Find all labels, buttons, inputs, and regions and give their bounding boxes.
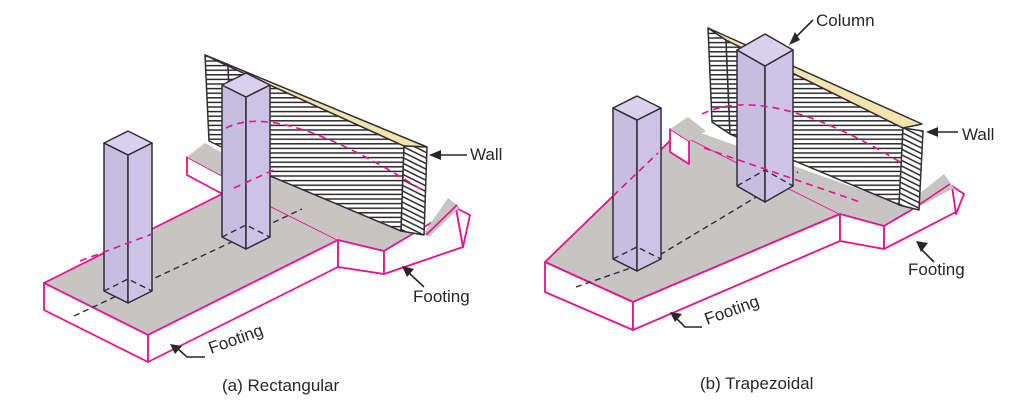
footing-b-right-label: Footing <box>908 260 965 279</box>
column-b-1-top-face <box>612 95 662 121</box>
column-a-2-base-hidden-edges <box>221 224 271 238</box>
column-b-2-base-hidden-edges <box>736 169 794 187</box>
wall-a-arrow-head <box>429 150 441 160</box>
column-a-1-base-hidden-edges <box>103 278 153 292</box>
wall-a-right-end-face <box>400 145 428 236</box>
column-b-1 <box>612 95 662 272</box>
column-a-2-left-face <box>221 84 247 250</box>
footing-a-right-arrow-line <box>408 272 425 288</box>
column-a-2-right-face <box>245 84 271 250</box>
wall-b-label: Wall <box>962 125 994 144</box>
column-a-1 <box>103 130 153 304</box>
column-b-2-right-face <box>764 49 794 203</box>
footing-b-back-edge-hidden <box>612 152 659 197</box>
column-a-2 <box>221 72 271 250</box>
column-b-2 <box>736 33 794 203</box>
diagram-a-rectangular: Wall Footing Footing (a) Rectangular <box>43 54 502 395</box>
footing-b-bottom-arrow-line <box>675 317 702 328</box>
wall-a-label: Wall <box>470 145 502 164</box>
wall-a-axis-dashed <box>225 120 423 191</box>
footing-a-back-edge-hidden-1 <box>79 233 153 262</box>
footing-a-right-label: Footing <box>413 287 470 306</box>
column-a-2-top-face <box>221 72 271 98</box>
column-b-1-base-hidden-edges <box>612 246 662 260</box>
column-b-2-top-face <box>736 33 794 67</box>
column-b-arrow-head <box>789 32 800 45</box>
footing-b-right-arrow-head <box>916 241 928 252</box>
column-a-1-left-face <box>103 142 129 304</box>
footing-a-axis-dashed <box>73 208 303 317</box>
column-b-label: Column <box>816 11 875 30</box>
footing-a-bottom-arrow-head <box>170 344 182 354</box>
column-a-1-right-face <box>127 142 153 304</box>
wall-b-axis-dashed <box>701 104 901 163</box>
caption-b: (b) Trapezoidal <box>700 374 813 393</box>
footing-a-back-edge-hidden-2 <box>233 167 279 189</box>
wall-footing-a-back-edge <box>425 204 458 236</box>
footing-a-bottom-arrow-line <box>176 347 205 358</box>
wall-footing-b-right-end-face <box>951 185 965 215</box>
wall-b-base-hidden <box>703 147 861 203</box>
footing-b-bottom-arrow-head <box>670 312 682 322</box>
column-b-2-left-face <box>736 49 766 203</box>
footing-b-axis-dashed <box>575 171 799 288</box>
footing-b-right-arrow-line <box>921 249 935 263</box>
wall-footing-a-right-end-face <box>455 207 471 248</box>
wall-b-right-end-face <box>898 127 924 211</box>
wall-b-arrow-head <box>926 127 938 137</box>
column-b-1-right-face <box>636 107 662 272</box>
column-b-1-left-face <box>612 107 638 272</box>
column-a-1-top-face <box>103 130 153 156</box>
footing-a-right-arrow-head <box>402 266 414 277</box>
caption-a: (a) Rectangular <box>222 376 340 395</box>
diagram-b-trapezoidal: Column Wall Footing Footing (b) Trapezoi… <box>544 11 994 393</box>
